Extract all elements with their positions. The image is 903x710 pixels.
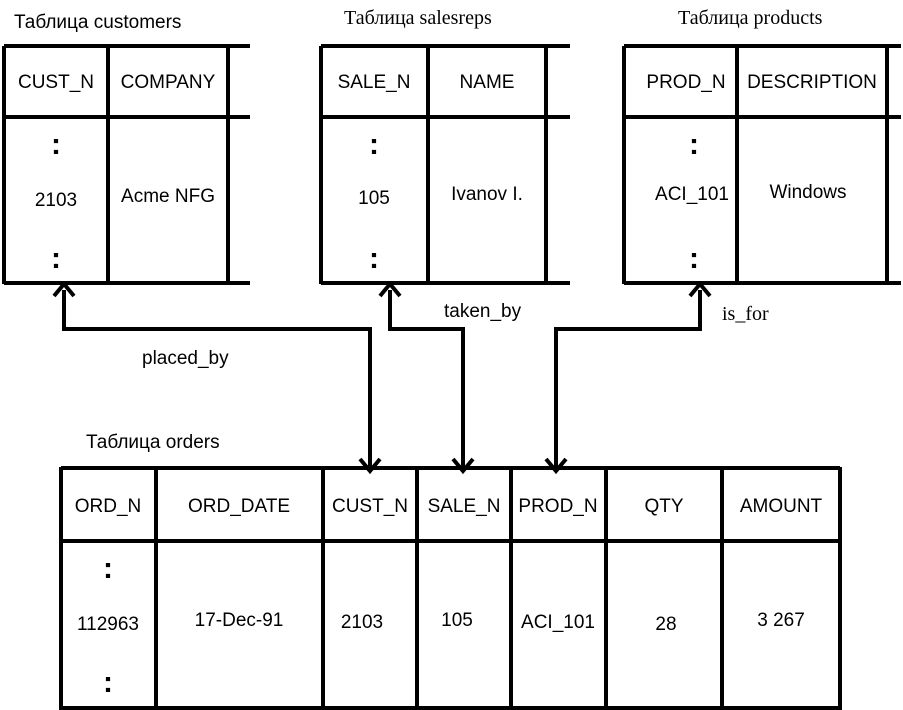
table-customers: Таблица customers CUST_N COMPANY : 2103 … xyxy=(2,12,250,285)
cell-cust-n: 2103 xyxy=(341,612,383,633)
table-orders-title: Таблица orders xyxy=(86,432,220,453)
column-header-amount: AMOUNT xyxy=(740,496,823,517)
column-header-prod-n: PROD_N xyxy=(518,496,597,517)
relation-label-taken-by: taken_by xyxy=(444,301,522,322)
column-header-qty: QTY xyxy=(644,496,683,517)
cell-prod-n: ACI_101 xyxy=(521,612,595,633)
table-orders: Таблица orders ORD_N ORD_DATE CUST_N SAL… xyxy=(59,432,842,710)
cell-qty: 28 xyxy=(655,614,676,635)
cell-cust-n: 2103 xyxy=(35,190,77,211)
column-header-company: COMPANY xyxy=(121,72,216,93)
column-header-prod-n: PROD_N xyxy=(646,72,725,93)
ellipsis-marker: : xyxy=(689,128,699,161)
cell-description: Windows xyxy=(769,182,846,203)
connector-line xyxy=(62,290,372,470)
cell-amount: 3 267 xyxy=(757,610,805,631)
arrowhead-down-icon xyxy=(358,457,382,475)
cell-sale-n: 105 xyxy=(441,610,473,631)
ellipsis-marker: : xyxy=(51,242,61,275)
cell-company: Acme NFG xyxy=(121,186,215,207)
table-salesreps: Таблица salesreps SALE_N NAME : 105 Ivan… xyxy=(319,7,570,285)
connector-line xyxy=(554,290,702,470)
table-customers-title: Таблица customers xyxy=(14,12,181,33)
arrowhead-up-icon xyxy=(378,280,402,298)
arrowhead-down-icon xyxy=(544,457,568,475)
connector-line xyxy=(388,290,465,470)
table-products: Таблица products PROD_N DESCRIPTION : AC… xyxy=(622,7,901,285)
ellipsis-marker: : xyxy=(369,242,379,275)
table-salesreps-title: Таблица salesreps xyxy=(344,7,492,29)
arrowhead-up-icon xyxy=(688,280,712,298)
column-header-cust-n: CUST_N xyxy=(18,72,94,93)
ellipsis-marker: : xyxy=(369,128,379,161)
relation-placed-by: placed_by xyxy=(52,280,382,475)
arrowhead-down-icon xyxy=(451,457,475,475)
cell-ord-date: 17-Dec-91 xyxy=(195,610,284,631)
relation-label-is-for: is_for xyxy=(722,303,769,325)
column-header-sale-n: SALE_N xyxy=(428,496,501,517)
ellipsis-marker: : xyxy=(51,128,61,161)
arrowhead-up-icon xyxy=(52,280,76,298)
column-header-ord-n: ORD_N xyxy=(75,496,142,517)
cell-name: Ivanov I. xyxy=(451,184,523,205)
column-header-ord-date: ORD_DATE xyxy=(188,496,290,517)
table-products-title: Таблица products xyxy=(678,7,823,29)
column-header-description: DESCRIPTION xyxy=(747,72,877,93)
cell-prod-n: ACI_101 xyxy=(655,184,729,205)
column-header-cust-n: CUST_N xyxy=(332,496,408,517)
cell-ord-n: 112963 xyxy=(77,614,139,635)
relation-label-placed-by: placed_by xyxy=(142,348,229,369)
column-header-name: NAME xyxy=(460,72,515,93)
column-header-sale-n: SALE_N xyxy=(338,72,411,93)
cell-sale-n: 105 xyxy=(358,188,390,209)
relation-is-for: is_for xyxy=(544,280,769,475)
ellipsis-marker: : xyxy=(103,666,113,699)
ellipsis-marker: : xyxy=(103,552,113,585)
ellipsis-marker: : xyxy=(689,242,699,275)
relation-taken-by: taken_by xyxy=(378,280,522,475)
